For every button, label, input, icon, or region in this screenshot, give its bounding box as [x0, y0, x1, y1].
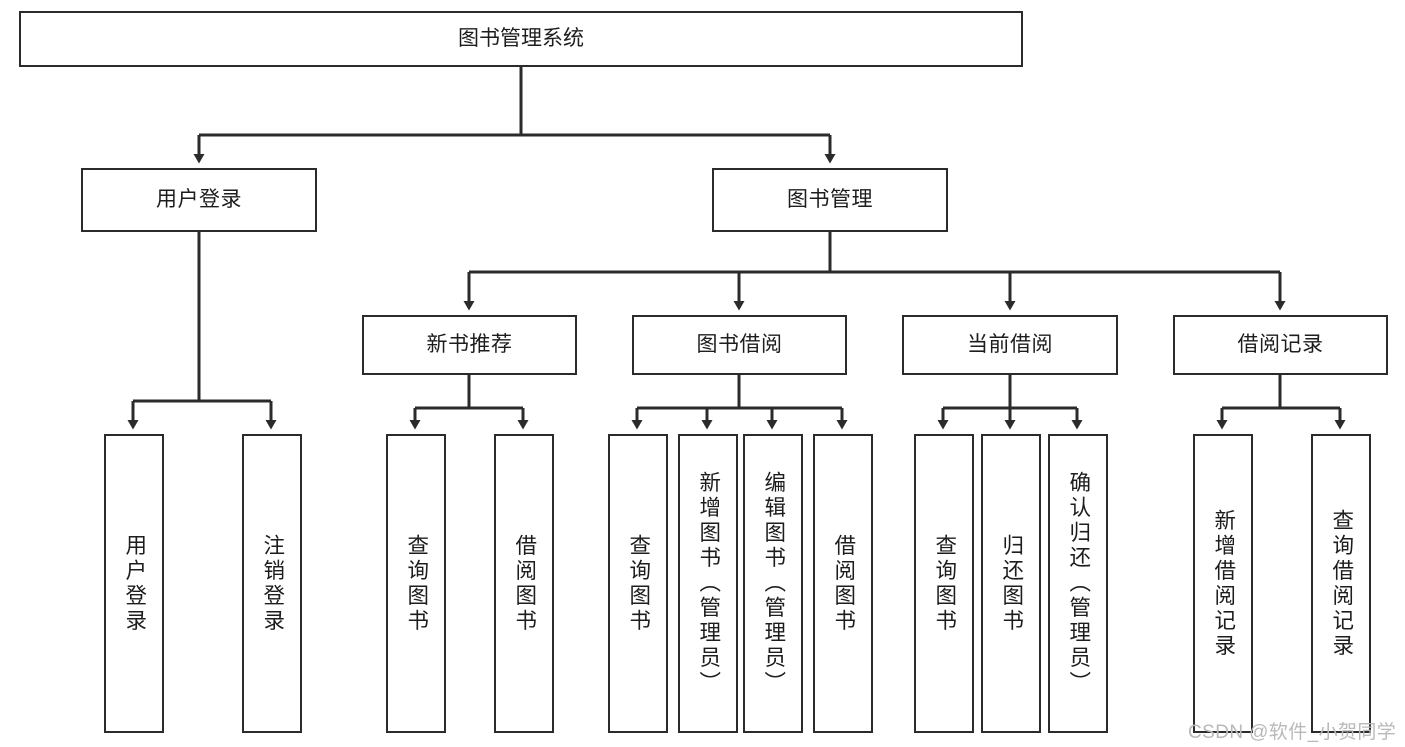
- node-borrow-record-label: 借阅记录: [1237, 333, 1324, 357]
- leaf-add-record-label: 新增借阅记录: [1211, 508, 1236, 659]
- leaf-query-record[interactable]: 查询借阅记录: [1311, 434, 1371, 733]
- node-book-borrow-label: 图书借阅: [696, 333, 783, 357]
- node-root-system-label: 图书管理系统: [458, 27, 584, 51]
- leaf-query-book-2-label: 查询图书: [626, 533, 651, 634]
- leaf-query-book-3-label: 查询图书: [932, 533, 957, 634]
- node-borrow-record[interactable]: 借阅记录: [1173, 315, 1388, 375]
- leaf-add-record[interactable]: 新增借阅记录: [1193, 434, 1253, 733]
- leaf-user-logout[interactable]: 注销登录: [242, 434, 302, 733]
- leaf-user-login-label: 用户登录: [122, 533, 147, 634]
- node-new-book-recommend-label: 新书推荐: [426, 333, 513, 357]
- leaf-query-record-label: 查询借阅记录: [1329, 508, 1354, 659]
- leaf-edit-book[interactable]: 编辑图书（管理员）: [743, 434, 803, 733]
- leaf-add-book[interactable]: 新增图书（管理员）: [678, 434, 738, 733]
- node-book-management-label: 图书管理: [787, 188, 873, 212]
- leaf-borrow-book-2[interactable]: 借阅图书: [813, 434, 873, 733]
- node-user-login-label: 用户登录: [156, 188, 242, 212]
- leaf-edit-book-label: 编辑图书（管理员）: [761, 471, 786, 696]
- leaf-borrow-book-2-label: 借阅图书: [831, 533, 856, 634]
- leaf-user-logout-label: 注销登录: [260, 533, 285, 634]
- node-user-login[interactable]: 用户登录: [81, 168, 317, 232]
- leaf-add-book-label: 新增图书（管理员）: [696, 471, 721, 696]
- leaf-return-book-label: 归还图书: [999, 533, 1024, 634]
- node-book-borrow[interactable]: 图书借阅: [632, 315, 847, 375]
- leaf-query-book-1[interactable]: 查询图书: [386, 434, 446, 733]
- leaf-confirm-return[interactable]: 确认归还（管理员）: [1048, 434, 1108, 733]
- leaf-query-book-2[interactable]: 查询图书: [608, 434, 668, 733]
- leaf-borrow-book-1-label: 借阅图书: [512, 533, 537, 634]
- leaf-borrow-book-1[interactable]: 借阅图书: [494, 434, 554, 733]
- leaf-query-book-1-label: 查询图书: [404, 533, 429, 634]
- leaf-user-login[interactable]: 用户登录: [104, 434, 164, 733]
- csdn-watermark: CSDN @软件_小贺同学: [1188, 722, 1397, 743]
- node-book-management[interactable]: 图书管理: [712, 168, 948, 232]
- leaf-return-book[interactable]: 归还图书: [981, 434, 1041, 733]
- leaf-query-book-3[interactable]: 查询图书: [914, 434, 974, 733]
- node-current-borrow-label: 当前借阅: [967, 333, 1053, 357]
- leaf-confirm-return-label: 确认归还（管理员）: [1066, 471, 1091, 696]
- node-root-system[interactable]: 图书管理系统: [19, 11, 1023, 67]
- node-current-borrow[interactable]: 当前借阅: [902, 315, 1118, 375]
- node-new-book-recommend[interactable]: 新书推荐: [362, 315, 577, 375]
